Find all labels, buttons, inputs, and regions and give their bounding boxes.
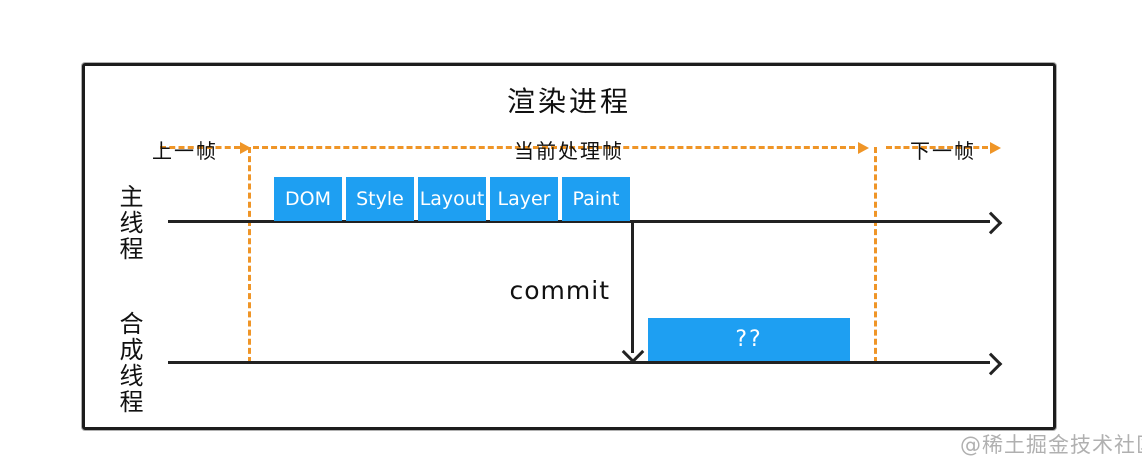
previous-frame-dashed-line [160, 146, 240, 149]
previous-frame-label: 上一帧 [152, 139, 218, 163]
stage-box-dom: DOM [274, 177, 342, 221]
main-thread-timeline [168, 220, 990, 223]
current-frame-arrowhead-icon [858, 142, 869, 154]
compositor-task-box: ?? [648, 318, 850, 361]
compositor-thread-timeline [168, 361, 990, 364]
previous-frame-arrowhead-icon [240, 142, 251, 154]
stage-box-style: Style [346, 177, 414, 221]
next-frame-dashed-line [886, 146, 988, 149]
frame-boundary-line-left [248, 147, 251, 363]
compositor-thread-label: 合成线程 [115, 311, 143, 415]
next-frame-arrowhead-icon [990, 142, 1001, 154]
watermark: @稀土掘金技术社区 [960, 433, 1142, 457]
current-frame-dashed-line [253, 146, 855, 149]
diagram-border [82, 63, 1056, 430]
main-thread-label: 主线程 [115, 184, 143, 262]
frame-boundary-line-right [874, 147, 877, 363]
stage-box-paint: Paint [562, 177, 630, 221]
page-title: 渲染进程 [506, 85, 631, 118]
commit-label: commit [509, 276, 610, 305]
stage-box-layer: Layer [490, 177, 558, 221]
commit-arrow-line [631, 223, 634, 353]
main-thread-stages: DOM Style Layout Layer Paint [274, 177, 630, 221]
current-frame-label: 当前处理帧 [514, 139, 624, 163]
stage-box-layout: Layout [418, 177, 486, 221]
next-frame-label: 下一帧 [910, 139, 976, 163]
